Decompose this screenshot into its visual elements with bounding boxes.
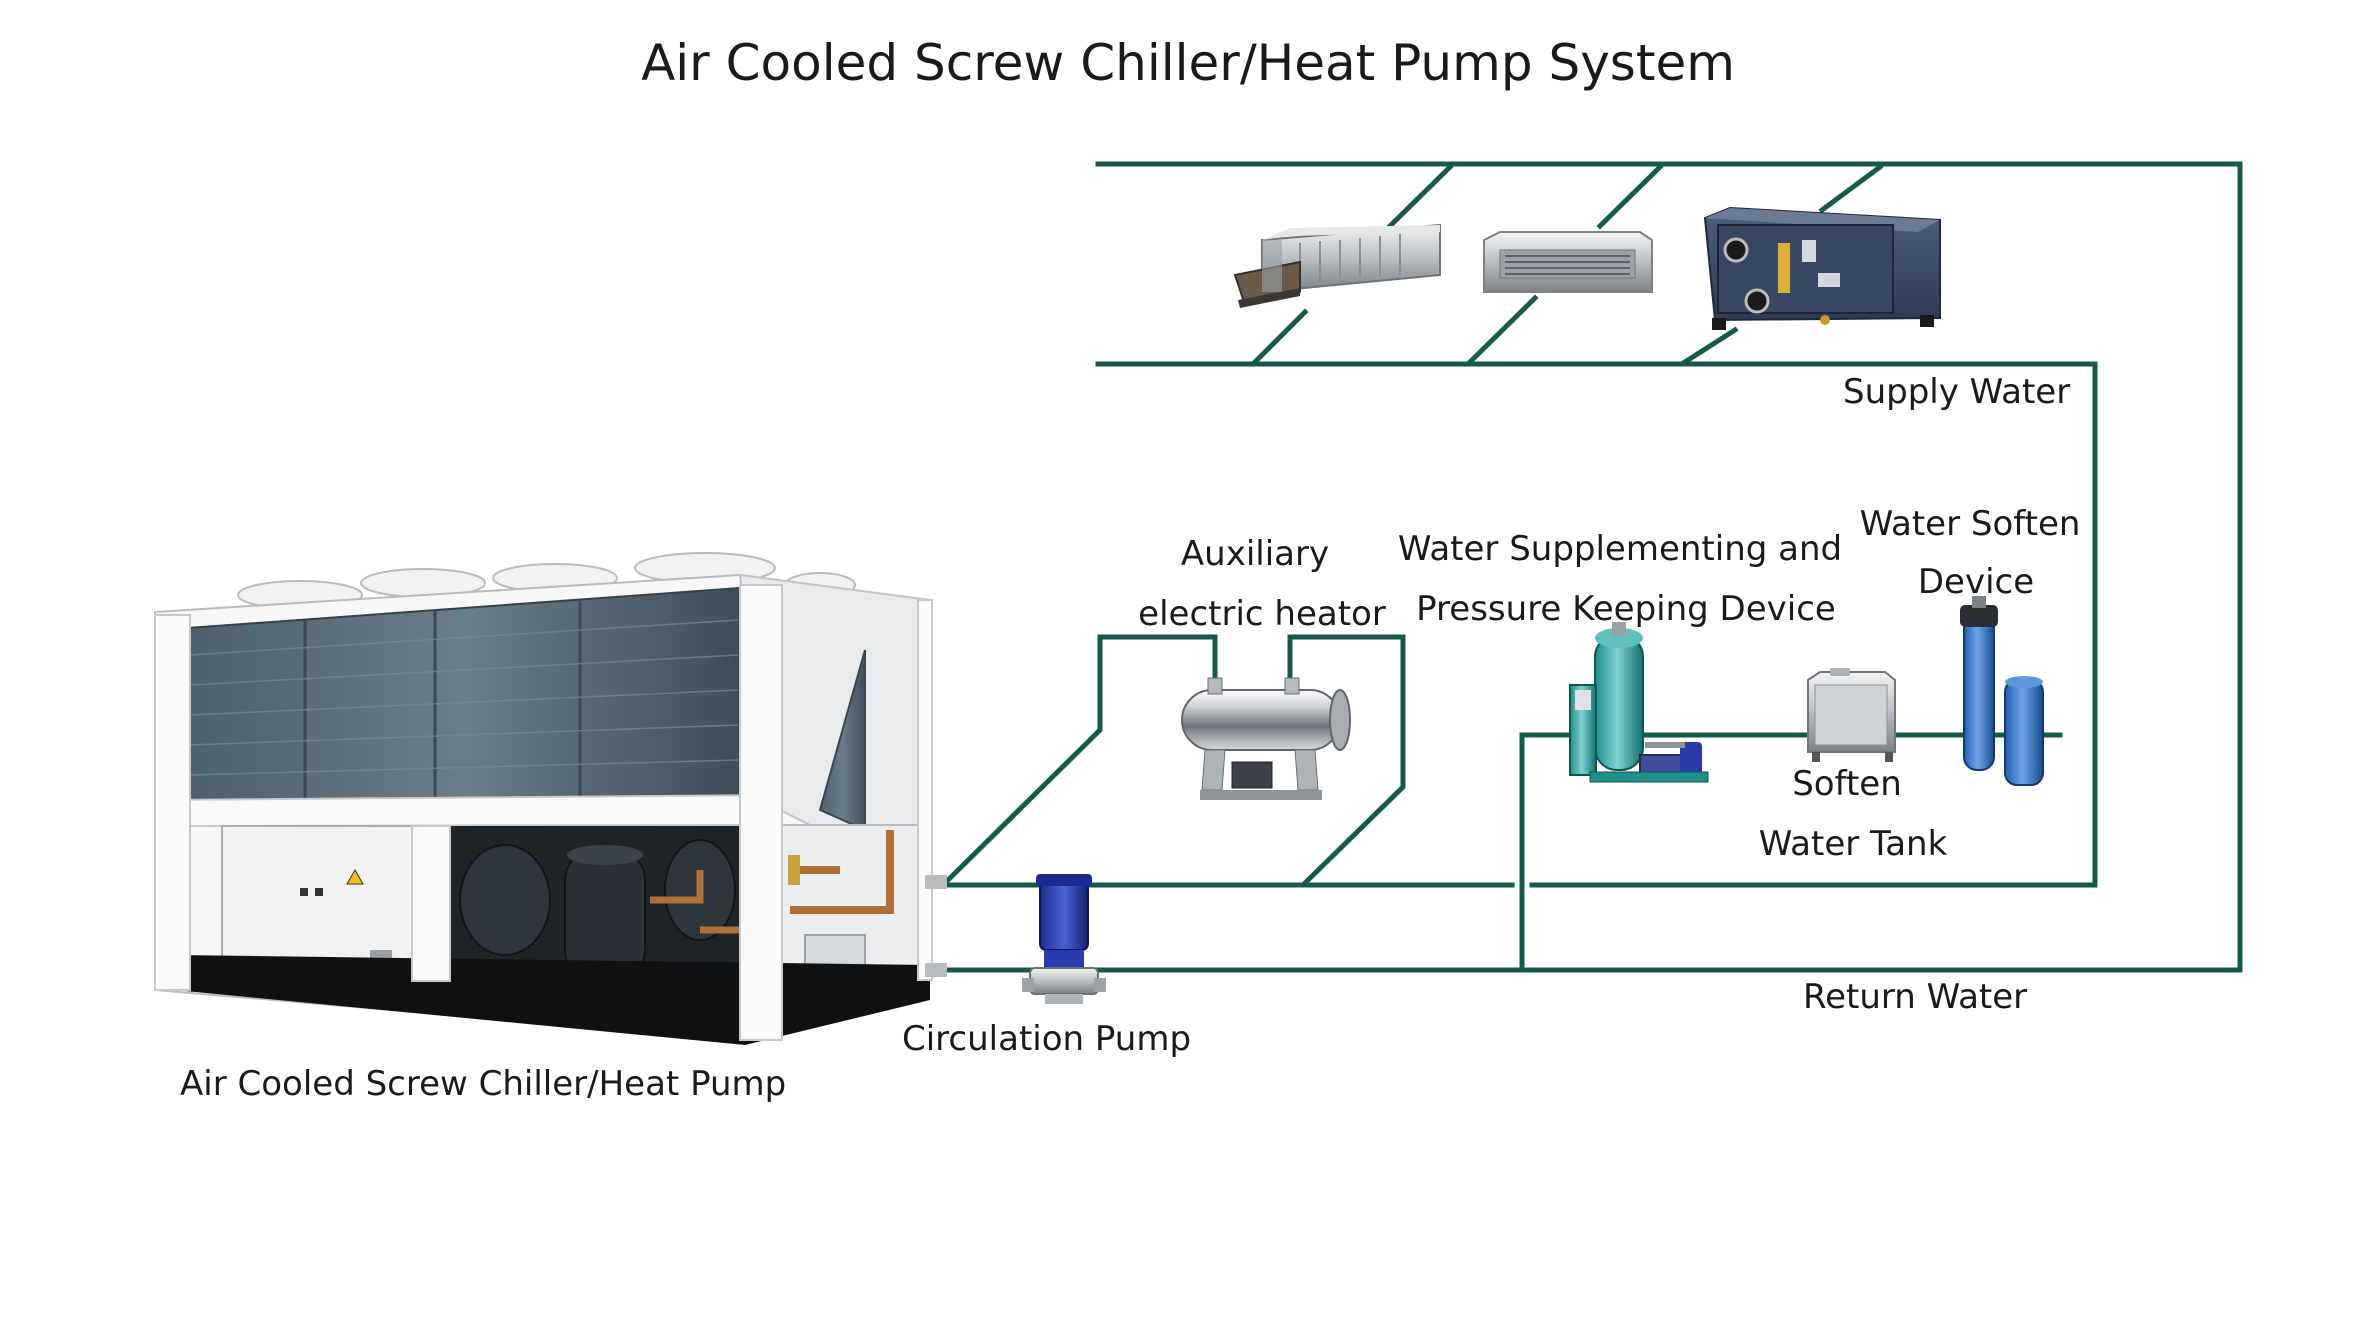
auxiliary-electric-heater-icon: [1181, 677, 1351, 800]
supplement-label-line1: Water Supplementing and: [1398, 529, 1842, 569]
soften-tank-label-line2: Water Tank: [1759, 824, 1948, 864]
ceiling-cassette-fan-coil-icon: [1483, 231, 1653, 293]
diagram-title: Air Cooled Screw Chiller/Heat Pump Syste…: [641, 34, 1735, 92]
terminal-riser-3-top: [1818, 163, 1884, 214]
aux-heater-label-line2: electric heator: [1138, 594, 1386, 634]
water-softener-icon: [1960, 596, 2044, 786]
terminal-riser-2-bottom: [1466, 294, 1539, 366]
terminal-riser-2-top: [1596, 163, 1664, 230]
pipe-network: [897, 161, 2243, 973]
soften-water-tank-icon: [1807, 668, 1896, 762]
supply-water-label: Supply Water: [1843, 372, 2070, 412]
ducted-fan-coil-unit-icon: [1233, 223, 1441, 308]
aux-heater-outlet-pipe: [1287, 634, 1406, 887]
supplement-label-line2: Pressure Keeping Device: [1416, 589, 1836, 629]
aux-heater-inlet-pipe: [941, 634, 1218, 887]
soften-device-label-line2: Device: [1918, 562, 2034, 602]
air-cooled-screw-chiller-icon: [154, 552, 947, 1045]
pressure-keeping-device-icon: [1569, 622, 1709, 783]
circulation-pump-label: Circulation Pump: [902, 1019, 1191, 1059]
circulation-pump-icon: [1022, 874, 1106, 1004]
aux-heater-label-line1: Auxiliary: [1181, 534, 1329, 574]
terminal-riser-1-bottom: [1251, 308, 1309, 366]
chiller-label: Air Cooled Screw Chiller/Heat Pump: [180, 1064, 786, 1104]
soften-tank-label-line1: Soften: [1792, 764, 1902, 804]
terminal-riser-1-top: [1386, 163, 1454, 230]
terminal-riser-3-bottom: [1681, 326, 1739, 366]
air-handling-unit-icon: [1703, 206, 1941, 330]
soften-device-label-line1: Water Soften: [1860, 504, 2081, 544]
return-water-label: Return Water: [1803, 977, 2027, 1017]
